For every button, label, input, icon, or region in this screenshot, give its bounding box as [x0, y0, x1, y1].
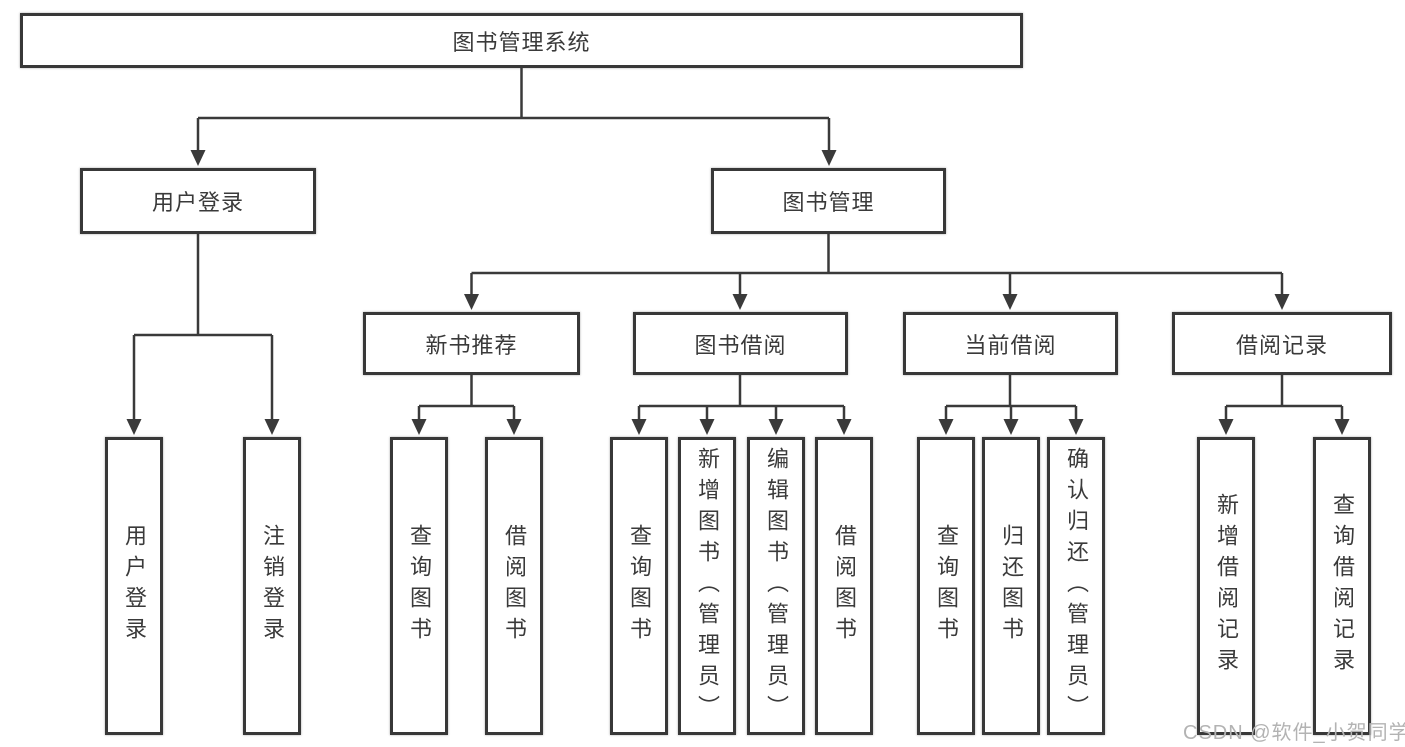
node-current-borrowing-label: 当前借阅 — [964, 332, 1057, 358]
node-root: 图书管理系统 — [20, 13, 1023, 68]
node-current-borrowing: 当前借阅 — [903, 312, 1118, 375]
node-book-borrowing-label: 图书借阅 — [694, 332, 787, 358]
leaf-cb-confirm-return-admin: 确认归还（管理员） — [1047, 437, 1105, 735]
node-book-borrowing: 图书借阅 — [633, 312, 848, 375]
leaf-bb-borrow-books-label: 借阅图书 — [832, 524, 857, 648]
leaf-br-query-borrow-record: 查询借阅记录 — [1313, 437, 1371, 735]
node-borrowing-records: 借阅记录 — [1172, 312, 1392, 375]
leaf-cb-confirm-return-admin-label: 确认归还（管理员） — [1064, 446, 1089, 726]
leaf-bb-borrow-books: 借阅图书 — [815, 437, 873, 735]
leaf-bb-query-books-label: 查询图书 — [627, 524, 652, 648]
leaf-user-login-label: 用户登录 — [122, 524, 147, 648]
leaf-br-add-borrow-record: 新增借阅记录 — [1197, 437, 1255, 735]
leaf-cb-query-books: 查询图书 — [917, 437, 975, 735]
node-new-book-recommendation: 新书推荐 — [363, 312, 580, 375]
leaf-user-login: 用户登录 — [105, 437, 163, 735]
leaf-nb-query-books: 查询图书 — [390, 437, 448, 735]
leaf-cb-query-books-label: 查询图书 — [934, 524, 959, 648]
leaf-bb-query-books: 查询图书 — [610, 437, 668, 735]
leaf-logout-login-label: 注销登录 — [260, 524, 285, 648]
node-book-management-label: 图书管理 — [782, 190, 875, 215]
leaf-bb-edit-books-admin-label: 编辑图书（管理员） — [764, 446, 789, 726]
node-new-book-recommendation-label: 新书推荐 — [425, 332, 518, 358]
leaf-br-query-borrow-record-label: 查询借阅记录 — [1330, 493, 1355, 679]
leaf-nb-query-books-label: 查询图书 — [407, 524, 432, 648]
leaf-bb-add-books-admin: 新增图书（管理员） — [678, 437, 736, 735]
leaf-logout-login: 注销登录 — [243, 437, 301, 735]
node-root-label: 图书管理系统 — [452, 29, 591, 55]
node-book-management: 图书管理 — [711, 168, 946, 234]
leaf-bb-edit-books-admin: 编辑图书（管理员） — [747, 437, 805, 735]
leaf-cb-return-books: 归还图书 — [982, 437, 1040, 735]
csdn-watermark: CSDN @软件_小贺同学 — [1183, 722, 1405, 744]
leaf-cb-return-books-label: 归还图书 — [999, 524, 1024, 648]
node-borrowing-records-label: 借阅记录 — [1235, 332, 1328, 358]
node-user-login-label: 用户登录 — [151, 190, 244, 215]
leaf-br-add-borrow-record-label: 新增借阅记录 — [1214, 493, 1239, 679]
node-user-login: 用户登录 — [80, 168, 316, 234]
leaf-bb-add-books-admin-label: 新增图书（管理员） — [695, 446, 720, 726]
leaf-nb-borrow-books-label: 借阅图书 — [502, 524, 527, 648]
leaf-nb-borrow-books: 借阅图书 — [485, 437, 543, 735]
